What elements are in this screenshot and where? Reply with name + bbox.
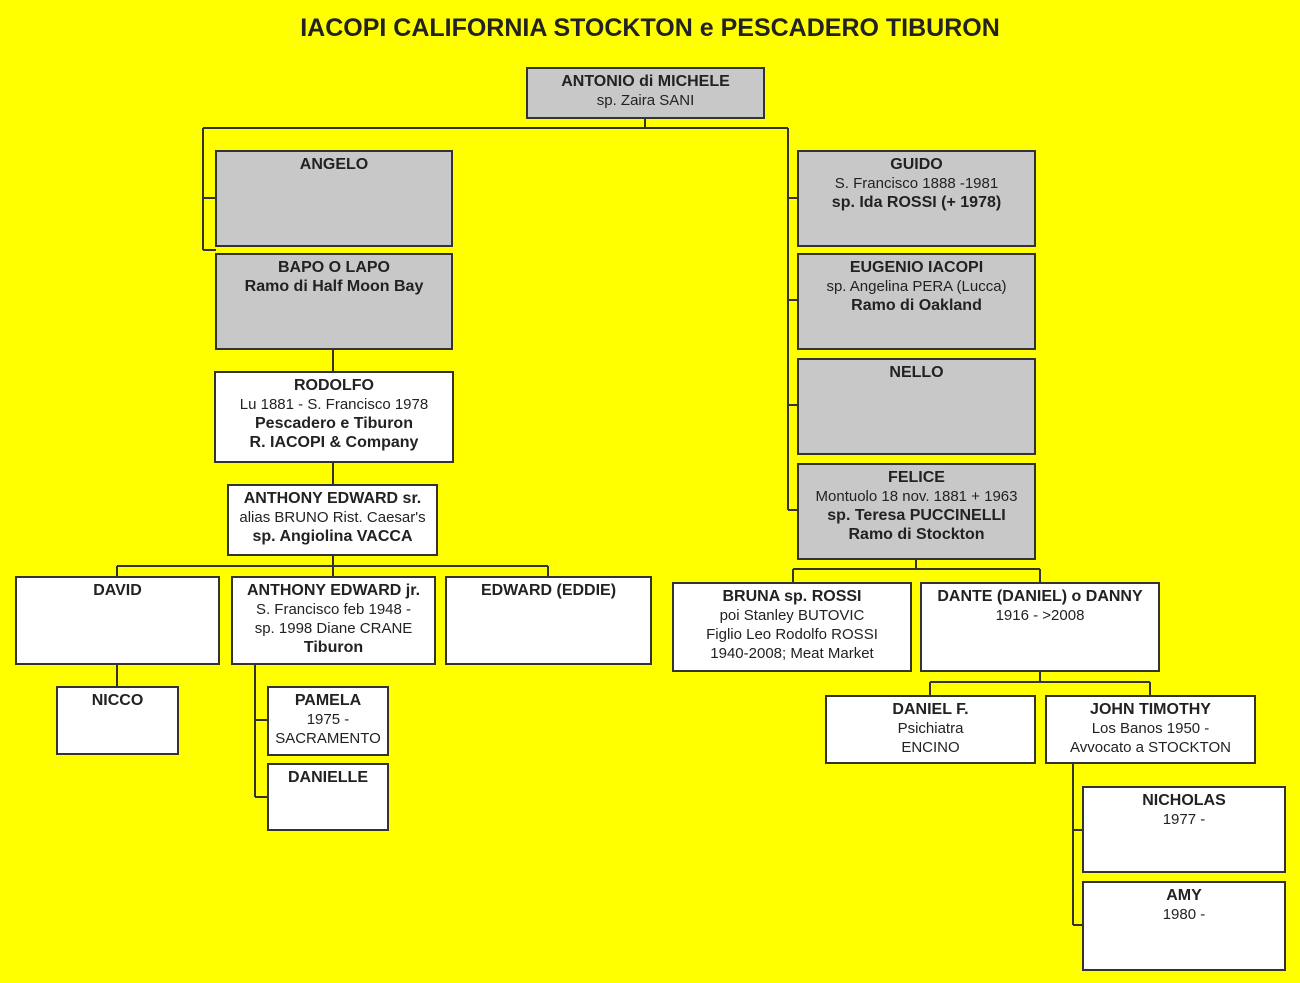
person-anthony-jr: ANTHONY EDWARD jr. S. Francisco feb 1948 … xyxy=(231,576,436,665)
person-detail: sp. 1998 Diane CRANE xyxy=(254,620,413,637)
person-detail: poi Stanley BUTOVIC xyxy=(719,607,865,624)
person-name: BRUNA sp. ROSSI xyxy=(722,588,862,605)
person-detail: Psichiatra xyxy=(897,720,964,737)
person-detail: ENCINO xyxy=(901,739,960,756)
person-detail: 1975 - xyxy=(306,711,350,728)
person-name: NICHOLAS xyxy=(1142,792,1226,809)
person-john-timothy: JOHN TIMOTHY Los Banos 1950 - Avvocato a S… xyxy=(1045,695,1256,764)
person-name: EDWARD (EDDIE) xyxy=(480,582,617,599)
person-detail: sp. Teresa PUCCINELLI xyxy=(827,507,1006,524)
person-felice: FELICE Montuolo 18 nov. 1881 + 1963 sp. Te… xyxy=(797,463,1036,560)
person-name: NELLO xyxy=(889,364,944,381)
person-detail: Pescadero e Tiburon xyxy=(255,415,413,432)
person-detail: 1977 - xyxy=(1162,811,1206,828)
person-danielle: DANIELLE xyxy=(267,763,389,831)
person-name: GUIDO xyxy=(890,156,943,173)
person-detail: sp. Angiolina VACCA xyxy=(252,528,413,545)
person-detail: sp. Ida ROSSI (+ 1978) xyxy=(831,194,1002,211)
person-amy: AMY 1980 - xyxy=(1082,881,1286,971)
person-detail: R. IACOPI & Company xyxy=(249,434,419,451)
person-nello: NELLO xyxy=(797,358,1036,455)
person-nicco: NICCO xyxy=(56,686,179,755)
person-detail: SACRAMENTO xyxy=(275,730,381,747)
person-guido: GUIDO S. Francisco 1888 -1981 sp. Ida ROSS… xyxy=(797,150,1036,247)
person-name: PAMELA xyxy=(294,692,362,709)
person-detail: 1980 - xyxy=(1162,906,1206,923)
person-anthony-sr: ANTHONY EDWARD sr. alias BRUNO Rist. Caes… xyxy=(227,484,438,556)
person-name: NICCO xyxy=(91,692,144,709)
person-detail: Figlio Leo Rodolfo ROSSI xyxy=(706,626,878,643)
person-nicholas: NICHOLAS 1977 - xyxy=(1082,786,1286,873)
person-detail: 1916 - >2008 xyxy=(995,607,1085,624)
person-name: JOHN TIMOTHY xyxy=(1090,701,1211,718)
person-eugenio: EUGENIO IACOPI sp. Angelina PERA (Lucca) R… xyxy=(797,253,1036,350)
person-detail: 1940-2008; Meat Market xyxy=(710,645,874,662)
person-antonio: ANTONIO di MICHELE sp. Zaira SANI xyxy=(526,67,765,119)
person-detail: S. Francisco feb 1948 - xyxy=(255,601,412,618)
person-name: ANTHONY EDWARD sr. xyxy=(243,490,422,507)
person-detail: Ramo di Oakland xyxy=(851,297,982,314)
person-name: FELICE xyxy=(888,469,945,486)
person-detail: Ramo di Stockton xyxy=(848,526,985,543)
person-detail: Avvocato a STOCKTON xyxy=(1070,739,1231,756)
chart-title: IACOPI CALIFORNIA STOCKTON e PESCADERO T… xyxy=(300,14,1000,42)
person-name: EUGENIO IACOPI xyxy=(849,259,984,276)
person-detail: alias BRUNO Rist. Caesar's xyxy=(239,509,426,526)
person-detail: Lu 1881 - S. Francisco 1978 xyxy=(239,396,429,413)
person-detail: S. Francisco 1888 -1981 xyxy=(834,175,999,192)
person-detail: Montuolo 18 nov. 1881 + 1963 xyxy=(815,488,1018,505)
person-bapo: BAPO O LAPO Ramo di Half Moon Bay xyxy=(215,253,453,350)
person-name: DAVID xyxy=(93,582,142,599)
person-david: DAVID xyxy=(15,576,220,665)
person-detail: Tiburon xyxy=(303,639,364,656)
person-name: ANTHONY EDWARD jr. xyxy=(246,582,421,599)
person-eddie: EDWARD (EDDIE) xyxy=(445,576,652,665)
person-name: ANGELO xyxy=(299,156,369,173)
person-name: AMY xyxy=(1166,887,1202,904)
person-pamela: PAMELA 1975 - SACRAMENTO xyxy=(267,686,389,756)
person-name: DANTE (DANIEL) o DANNY xyxy=(937,588,1143,605)
person-name: BAPO O LAPO xyxy=(277,259,390,276)
person-dante: DANTE (DANIEL) o DANNY 1916 - >2008 xyxy=(920,582,1160,672)
person-detail: sp. Angelina PERA (Lucca) xyxy=(826,278,1007,295)
person-detail: Los Banos 1950 - xyxy=(1091,720,1210,737)
person-detail: Ramo di Half Moon Bay xyxy=(244,278,424,295)
person-name: DANIEL F. xyxy=(892,701,969,718)
person-detail: sp. Zaira SANI xyxy=(596,92,695,109)
person-name: ANTONIO di MICHELE xyxy=(561,73,730,90)
person-name: DANIELLE xyxy=(288,769,368,786)
person-bruna: BRUNA sp. ROSSI poi Stanley BUTOVIC Figlio… xyxy=(672,582,912,672)
person-angelo: ANGELO xyxy=(215,150,453,247)
person-name: RODOLFO xyxy=(294,377,374,394)
